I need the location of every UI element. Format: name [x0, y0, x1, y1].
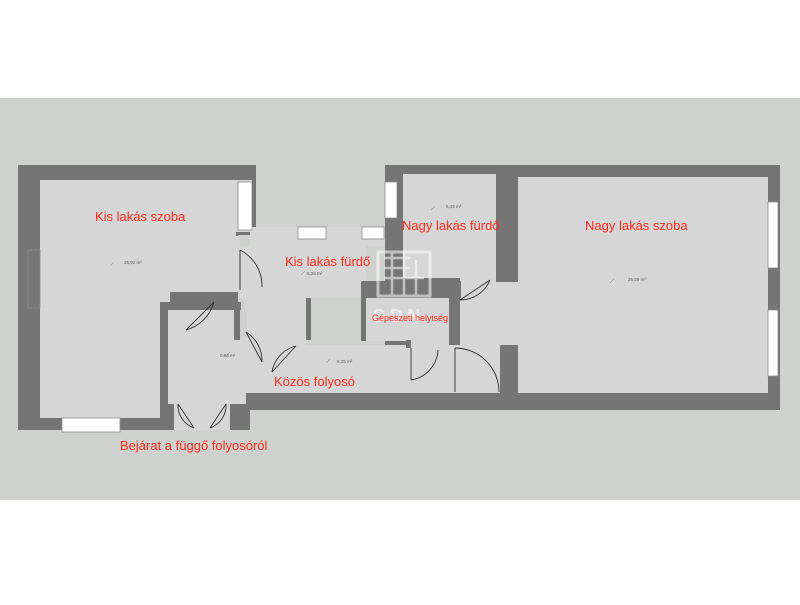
room-floor-small-hall [167, 310, 234, 340]
area-nagy-lakas-furdo: 5,42 m² [446, 204, 462, 209]
entrance-floor [174, 398, 230, 430]
door-kis-szoba [185, 301, 215, 331]
room-floor-kis-lakas-furdo [240, 227, 385, 338]
window-nagy-furdo [384, 181, 398, 219]
area-kis-lakas-furdo: 5,26 m² [307, 271, 323, 276]
room-floor-kis-lakas-szoba [40, 180, 252, 418]
window-kis-furdo-1 [297, 226, 327, 240]
left-wall-mark [27, 249, 41, 309]
area-markers [109, 205, 615, 364]
window-nagy-szoba-2 [767, 309, 779, 377]
window-nagy-szoba-1 [767, 201, 779, 269]
door-nagy-furdo [459, 279, 491, 301]
window-kis-szoba [237, 181, 253, 231]
area-small-hall: 0,83 m² [220, 353, 236, 358]
door-hall-1 [245, 331, 263, 363]
watermark-text: GDN [372, 306, 424, 326]
room-label-nagy-lakas-furdo: Nagy lakás fürdő [402, 218, 500, 233]
room-label-gepeszeti: Gépészeti helyiség [372, 313, 448, 323]
area-nagy-lakas-szoba: 26,29 m² [628, 277, 646, 282]
room-label-kozos-folyoso: Közös folyosó [274, 374, 355, 389]
entrance-label: Bejárat a függő folyosóról [120, 438, 268, 453]
room-floor-kozos-folyoso [167, 338, 500, 404]
window-kis-furdo-2 [361, 226, 385, 240]
area-kis-lakas-szoba: 26,92 m² [124, 260, 142, 265]
watermark-logo: GDN [372, 250, 432, 326]
room-floor-nagy-lakas-szoba [518, 177, 768, 393]
area-kozos-folyoso: 6,25 m² [337, 359, 353, 364]
room-floor-nagy-lakas-furdo [403, 174, 496, 278]
room-floor-gepeszeti [366, 298, 449, 341]
room-label-kis-lakas-furdo: Kis lakás fürdő [285, 254, 370, 269]
doors [177, 249, 500, 429]
windows [27, 181, 779, 433]
window-bottom [61, 417, 121, 433]
floors [40, 174, 768, 430]
room-label-nagy-lakas-szoba: Nagy lakás szoba [585, 218, 688, 233]
room-label-kis-lakas-szoba: Kis lakás szoba [95, 209, 186, 224]
door-entrance-right [209, 403, 227, 429]
door-entrance-left [177, 403, 195, 429]
door-hall-2 [271, 345, 297, 373]
